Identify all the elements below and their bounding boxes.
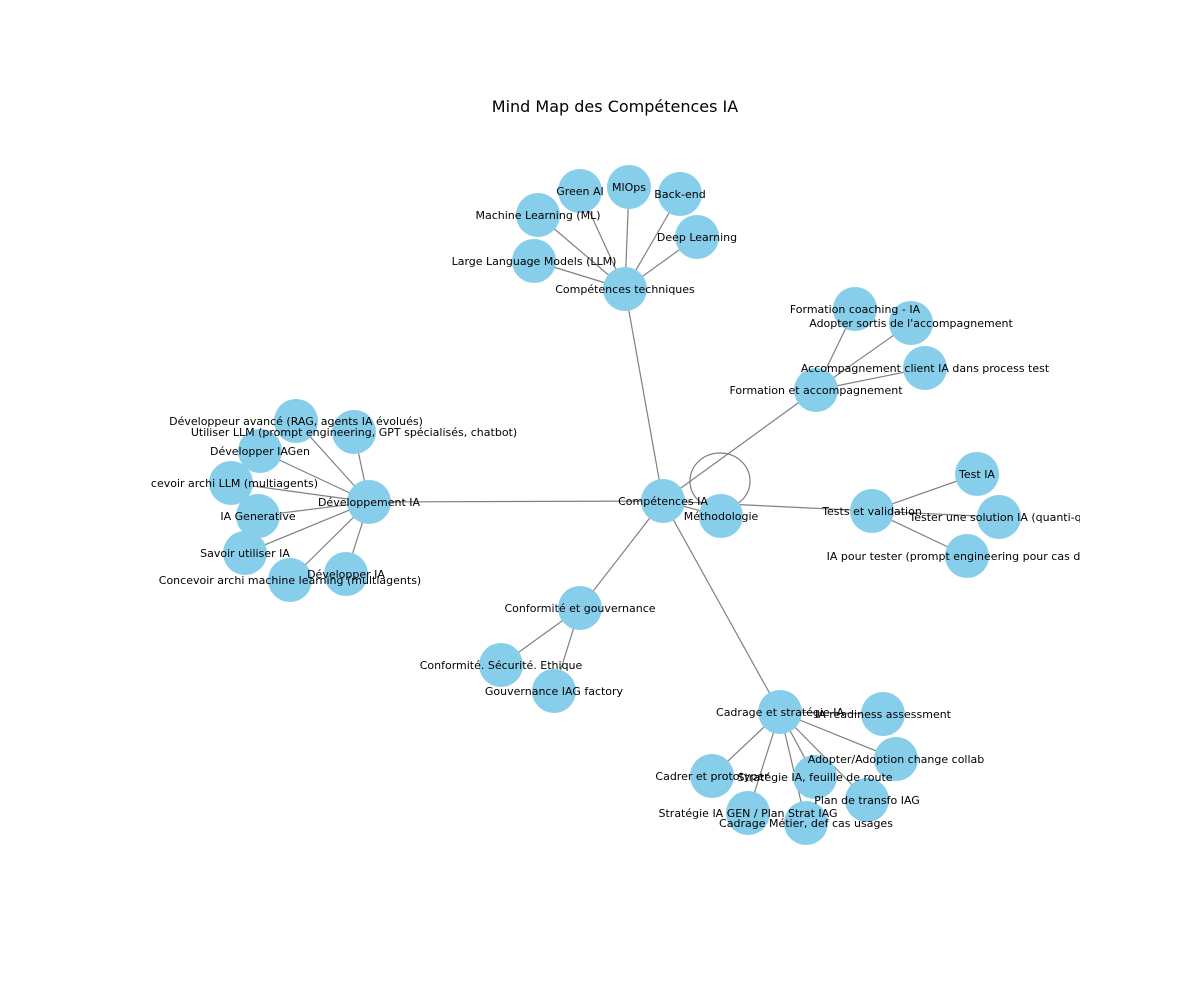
node-ready [861, 692, 905, 736]
node-label-gouv: Gouvernance IAG factory [485, 685, 624, 698]
edge-root-form [662, 389, 817, 502]
node-ml [516, 193, 560, 237]
node-label-metier: Cadrage Métier, def cas usages [719, 817, 893, 830]
node-stratgen [726, 791, 770, 835]
node-devav [274, 399, 318, 443]
node-archllm [209, 461, 253, 505]
node-form [794, 368, 838, 412]
node-label-devav: Développeur avancé (RAG, agents IA évolu… [169, 415, 423, 428]
edge-dev-archllm [230, 482, 370, 503]
node-label-deep: Deep Learning [657, 231, 737, 244]
node-label-proto: Cadrer et prototyper [655, 770, 769, 783]
node-dev [347, 480, 391, 524]
node-metier [784, 801, 828, 845]
node-strat [793, 755, 837, 799]
edge-root-cadr [662, 500, 781, 713]
node-root [641, 479, 685, 523]
node-iatest [945, 534, 989, 578]
node-savoir [223, 531, 267, 575]
node-change [874, 737, 918, 781]
node-label-iatest: IA pour tester (prompt engineering pour … [827, 550, 1108, 563]
node-label-accomp: Accompagnement client IA dans process te… [801, 362, 1050, 375]
node-label-usellm: Utiliser LLM (prompt engineering, GPT sp… [191, 426, 517, 439]
node-devgen [238, 429, 282, 473]
node-usellm [332, 410, 376, 454]
node-mlops [607, 165, 651, 209]
node-label-coach: Formation coaching - IA [790, 303, 921, 316]
node-label-root: Compétences IA [618, 495, 708, 508]
node-label-tester: Tester une solution IA (quanti-qu [908, 511, 1088, 524]
node-cadr [758, 690, 802, 734]
node-secu [479, 643, 523, 687]
node-llm [512, 239, 556, 283]
node-label-form: Formation et accompagnement [729, 384, 903, 397]
node-proto [690, 754, 734, 798]
node-label-secu: Conformité. Sécurité. Ethique [420, 659, 583, 672]
node-label-mlops: MlOps [612, 181, 646, 194]
node-tester [977, 495, 1021, 539]
node-iagen [236, 494, 280, 538]
node-accomp [903, 346, 947, 390]
node-label-backend: Back-end [654, 188, 705, 201]
node-archml [268, 558, 312, 602]
node-label-dev: Développement IA [318, 496, 421, 509]
node-label-conf: Conformité et gouvernance [504, 602, 655, 615]
node-coach [833, 287, 877, 331]
node-label-devia: Développer IA [307, 568, 385, 581]
node-label-ml: Machine Learning (ML) [476, 209, 601, 222]
edge-root-dev [368, 500, 664, 503]
node-tech [603, 267, 647, 311]
node-label-tech: Compétences techniques [555, 283, 695, 296]
node-label-llm: Large Language Models (LLM) [452, 255, 617, 268]
node-deep [675, 215, 719, 259]
node-methodo [699, 494, 743, 538]
node-label-stratgen: Stratégie IA GEN / Plan Strat IAG [659, 807, 838, 820]
node-label-iagen: IA Generative [220, 510, 295, 523]
node-label-strat: Stratégie IA, feuille de route [737, 771, 892, 784]
node-label-ready: IA readiness assessment [815, 708, 952, 721]
edge-root-tech [624, 288, 664, 502]
node-testia [955, 452, 999, 496]
node-adopter [889, 301, 933, 345]
node-label-savoir: Savoir utiliser IA [200, 547, 290, 560]
node-conf [558, 586, 602, 630]
node-label-cadr: Cadrage et stratégie IA [716, 706, 844, 719]
node-label-devgen: Développer IAGen [210, 445, 310, 458]
node-backend [658, 172, 702, 216]
node-devia [324, 552, 368, 596]
node-label-transfo: Plan de transfo IAG [814, 794, 920, 807]
mind-map-plot: Compétences IA Méthodologie Compétences te… [144, 165, 1108, 845]
edge-dev-savoir [244, 501, 370, 554]
edge-root-tests [662, 500, 873, 512]
diagram-title: Mind Map des Compétences IA [492, 97, 738, 116]
node-label-archml: Concevoir archi machine learning (multia… [159, 574, 421, 587]
node-transfo [845, 778, 889, 822]
node-label-archllm: ncevoir archi LLM (multiagents) [144, 477, 318, 490]
edge-root-conf [579, 500, 664, 609]
labels-layer: Compétences IA Méthodologie Compétences te… [144, 181, 1108, 830]
node-label-green: Green AI [556, 185, 604, 198]
node-label-tests: Tests et validation [821, 505, 922, 518]
node-label-adopter: Adopter sortis de l'accompagnement [809, 317, 1013, 330]
node-tests [850, 489, 894, 533]
node-label-methodo: Méthodologie [684, 510, 759, 523]
node-label-testia: Test IA [958, 468, 995, 481]
node-green [558, 169, 602, 213]
nodes-layer [209, 165, 1021, 845]
node-label-change: Adopter/Adoption change collab [808, 753, 985, 766]
node-gouv [532, 669, 576, 713]
